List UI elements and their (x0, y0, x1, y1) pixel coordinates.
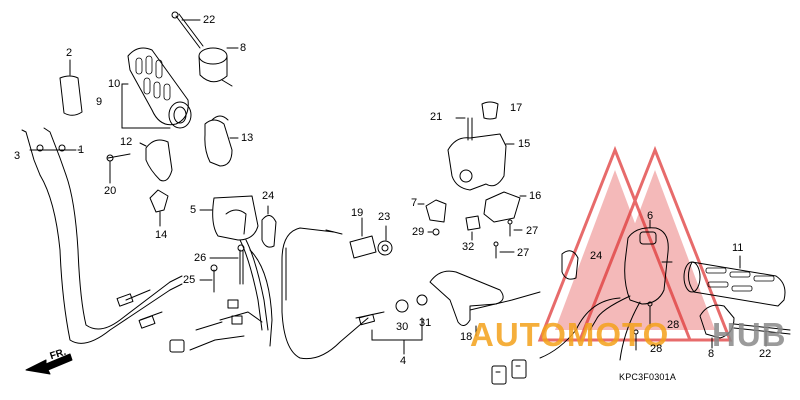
part-8-bar-end (198, 47, 239, 87)
part-8-bar-end-right (699, 304, 791, 349)
callout-29: 29 (412, 226, 425, 238)
part-12-housing (139, 139, 173, 182)
part-25-screw (199, 264, 218, 293)
callout-5: 5 (190, 204, 197, 216)
part-26-screw (209, 244, 245, 285)
callout-8: 8 (240, 42, 247, 54)
part-13-housing (204, 115, 239, 167)
part-4-cable (281, 227, 428, 360)
callout-11: 11 (732, 242, 744, 254)
callout-19: 19 (351, 207, 364, 219)
callout-23: 23 (378, 211, 391, 223)
part-24-clamp-right (561, 250, 579, 280)
callout-16: 16 (529, 190, 542, 202)
callout-24b: 24 (590, 250, 603, 262)
part-28-screws (633, 301, 653, 351)
callout-12: 12 (120, 136, 133, 148)
part-24-clamp (261, 205, 277, 248)
part-27-screws (493, 219, 523, 259)
watermark-text-automoto: AUTOMOTO (470, 316, 670, 353)
callout-1: 1 (78, 144, 85, 156)
part-32-collar (465, 215, 481, 241)
throttle-cables (21, 127, 183, 344)
callout-3: 3 (14, 150, 21, 162)
callout-6: 6 (647, 210, 654, 222)
callout-21: 21 (430, 111, 443, 123)
callout-31: 31 (419, 317, 432, 329)
part-29-screw (427, 228, 440, 236)
callout-25: 25 (183, 274, 196, 286)
callout-26: 26 (194, 252, 207, 264)
part-22-screw (171, 11, 204, 49)
callout-27: 27 (526, 225, 539, 237)
part-7-clamp (417, 199, 447, 223)
callout-24: 24 (262, 190, 275, 202)
callout-8b: 8 (708, 348, 715, 360)
part-5-switch (169, 195, 273, 353)
callout-32: 32 (462, 241, 475, 253)
callout-13: 13 (241, 132, 254, 144)
callout-22: 22 (203, 14, 216, 26)
part-14-clip (149, 189, 169, 227)
callout-27b: 27 (517, 247, 530, 259)
callout-18: 18 (460, 331, 473, 343)
callout-10: 10 (108, 78, 121, 90)
callout-30: 30 (396, 321, 409, 333)
callout-15: 15 (518, 138, 531, 150)
diagram-code: KPC3F0301A (619, 372, 677, 382)
callout-14: 14 (155, 229, 168, 241)
part-15-bracket (447, 101, 515, 191)
callout-28: 28 (667, 319, 680, 331)
front-arrow (25, 353, 73, 375)
part-19-adjuster (349, 217, 393, 259)
callout-4: 4 (400, 355, 407, 367)
callout-22b: 22 (759, 348, 772, 360)
part-20-screw (106, 153, 131, 184)
callout-7: 7 (411, 197, 418, 209)
part-6-switch (491, 219, 673, 385)
watermark-text-hub: HUB (712, 316, 787, 353)
part-16-switch (483, 191, 527, 223)
callout-2: 2 (66, 47, 73, 59)
part-18-lever (429, 270, 541, 337)
part-10-grip (121, 47, 192, 129)
part-2-cap (59, 59, 83, 116)
callout-17: 17 (510, 102, 523, 114)
callout-9: 9 (96, 96, 103, 108)
callout-20: 20 (104, 185, 117, 197)
callout-28b: 28 (650, 343, 663, 355)
part-11-grip (683, 255, 786, 307)
